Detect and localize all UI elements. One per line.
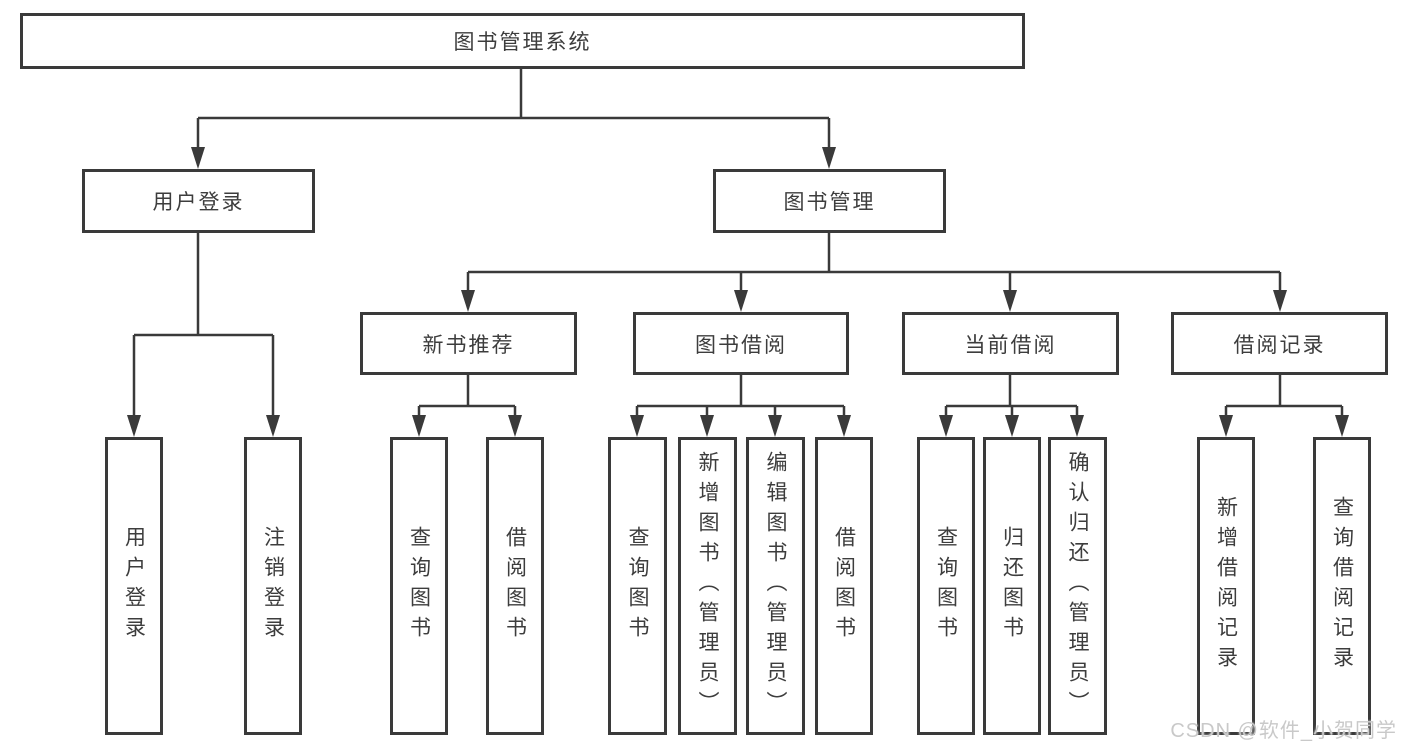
leaf-query-books-recommend-label: 查询图书 xyxy=(407,526,431,646)
node-book-borrow: 图书借阅 xyxy=(633,312,849,375)
leaf-user-login-label: 用户登录 xyxy=(122,526,146,646)
leaf-logout: 注销登录 xyxy=(244,437,302,735)
node-current-borrow-label: 当前借阅 xyxy=(964,333,1057,357)
leaf-confirm-return-admin-label: 确认归还（管理员） xyxy=(1066,451,1089,721)
node-new-book-recommend: 新书推荐 xyxy=(360,312,577,375)
node-new-book-recommend-label: 新书推荐 xyxy=(422,333,515,357)
leaf-edit-book-admin: 编辑图书（管理员） xyxy=(746,437,805,735)
node-book-management: 图书管理 xyxy=(713,169,946,233)
node-user-login: 用户登录 xyxy=(82,169,315,233)
leaf-add-borrow-record: 新增借阅记录 xyxy=(1197,437,1255,735)
leaf-query-borrow-record-label: 查询借阅记录 xyxy=(1330,496,1354,676)
csdn-watermark: CSDN @软件_小贺同学 xyxy=(1170,720,1397,742)
leaf-add-book-admin: 新增图书（管理员） xyxy=(678,437,737,735)
leaf-borrow-book-recommend-label: 借阅图书 xyxy=(503,526,527,646)
leaf-query-borrow-record: 查询借阅记录 xyxy=(1313,437,1371,735)
leaf-user-login: 用户登录 xyxy=(105,437,163,735)
leaf-query-books-current: 查询图书 xyxy=(917,437,975,735)
leaf-query-books-borrow: 查询图书 xyxy=(608,437,667,735)
leaf-query-books-recommend: 查询图书 xyxy=(390,437,448,735)
node-book-management-label: 图书管理 xyxy=(783,191,876,214)
node-current-borrow: 当前借阅 xyxy=(902,312,1119,375)
leaf-query-books-current-label: 查询图书 xyxy=(934,526,958,646)
node-book-borrow-label: 图书借阅 xyxy=(695,333,787,357)
node-borrow-records-label: 借阅记录 xyxy=(1233,333,1326,357)
leaf-return-book: 归还图书 xyxy=(983,437,1041,735)
node-user-login-label: 用户登录 xyxy=(152,191,245,214)
leaf-return-book-label: 归还图书 xyxy=(1000,526,1024,646)
node-root-label: 图书管理系统 xyxy=(453,31,592,54)
leaf-add-borrow-record-label: 新增借阅记录 xyxy=(1214,496,1238,676)
node-borrow-records: 借阅记录 xyxy=(1171,312,1388,375)
leaf-borrow-book: 借阅图书 xyxy=(815,437,873,735)
node-root: 图书管理系统 xyxy=(20,13,1025,69)
connector-lines xyxy=(132,69,1344,417)
leaf-confirm-return-admin: 确认归还（管理员） xyxy=(1048,437,1107,735)
leaf-add-book-admin-label: 新增图书（管理员） xyxy=(696,451,719,721)
leaf-edit-book-admin-label: 编辑图书（管理员） xyxy=(764,451,787,721)
leaf-logout-label: 注销登录 xyxy=(261,526,285,646)
leaf-borrow-book-recommend: 借阅图书 xyxy=(486,437,544,735)
leaf-query-books-borrow-label: 查询图书 xyxy=(626,526,649,646)
leaf-borrow-book-label: 借阅图书 xyxy=(832,526,856,646)
